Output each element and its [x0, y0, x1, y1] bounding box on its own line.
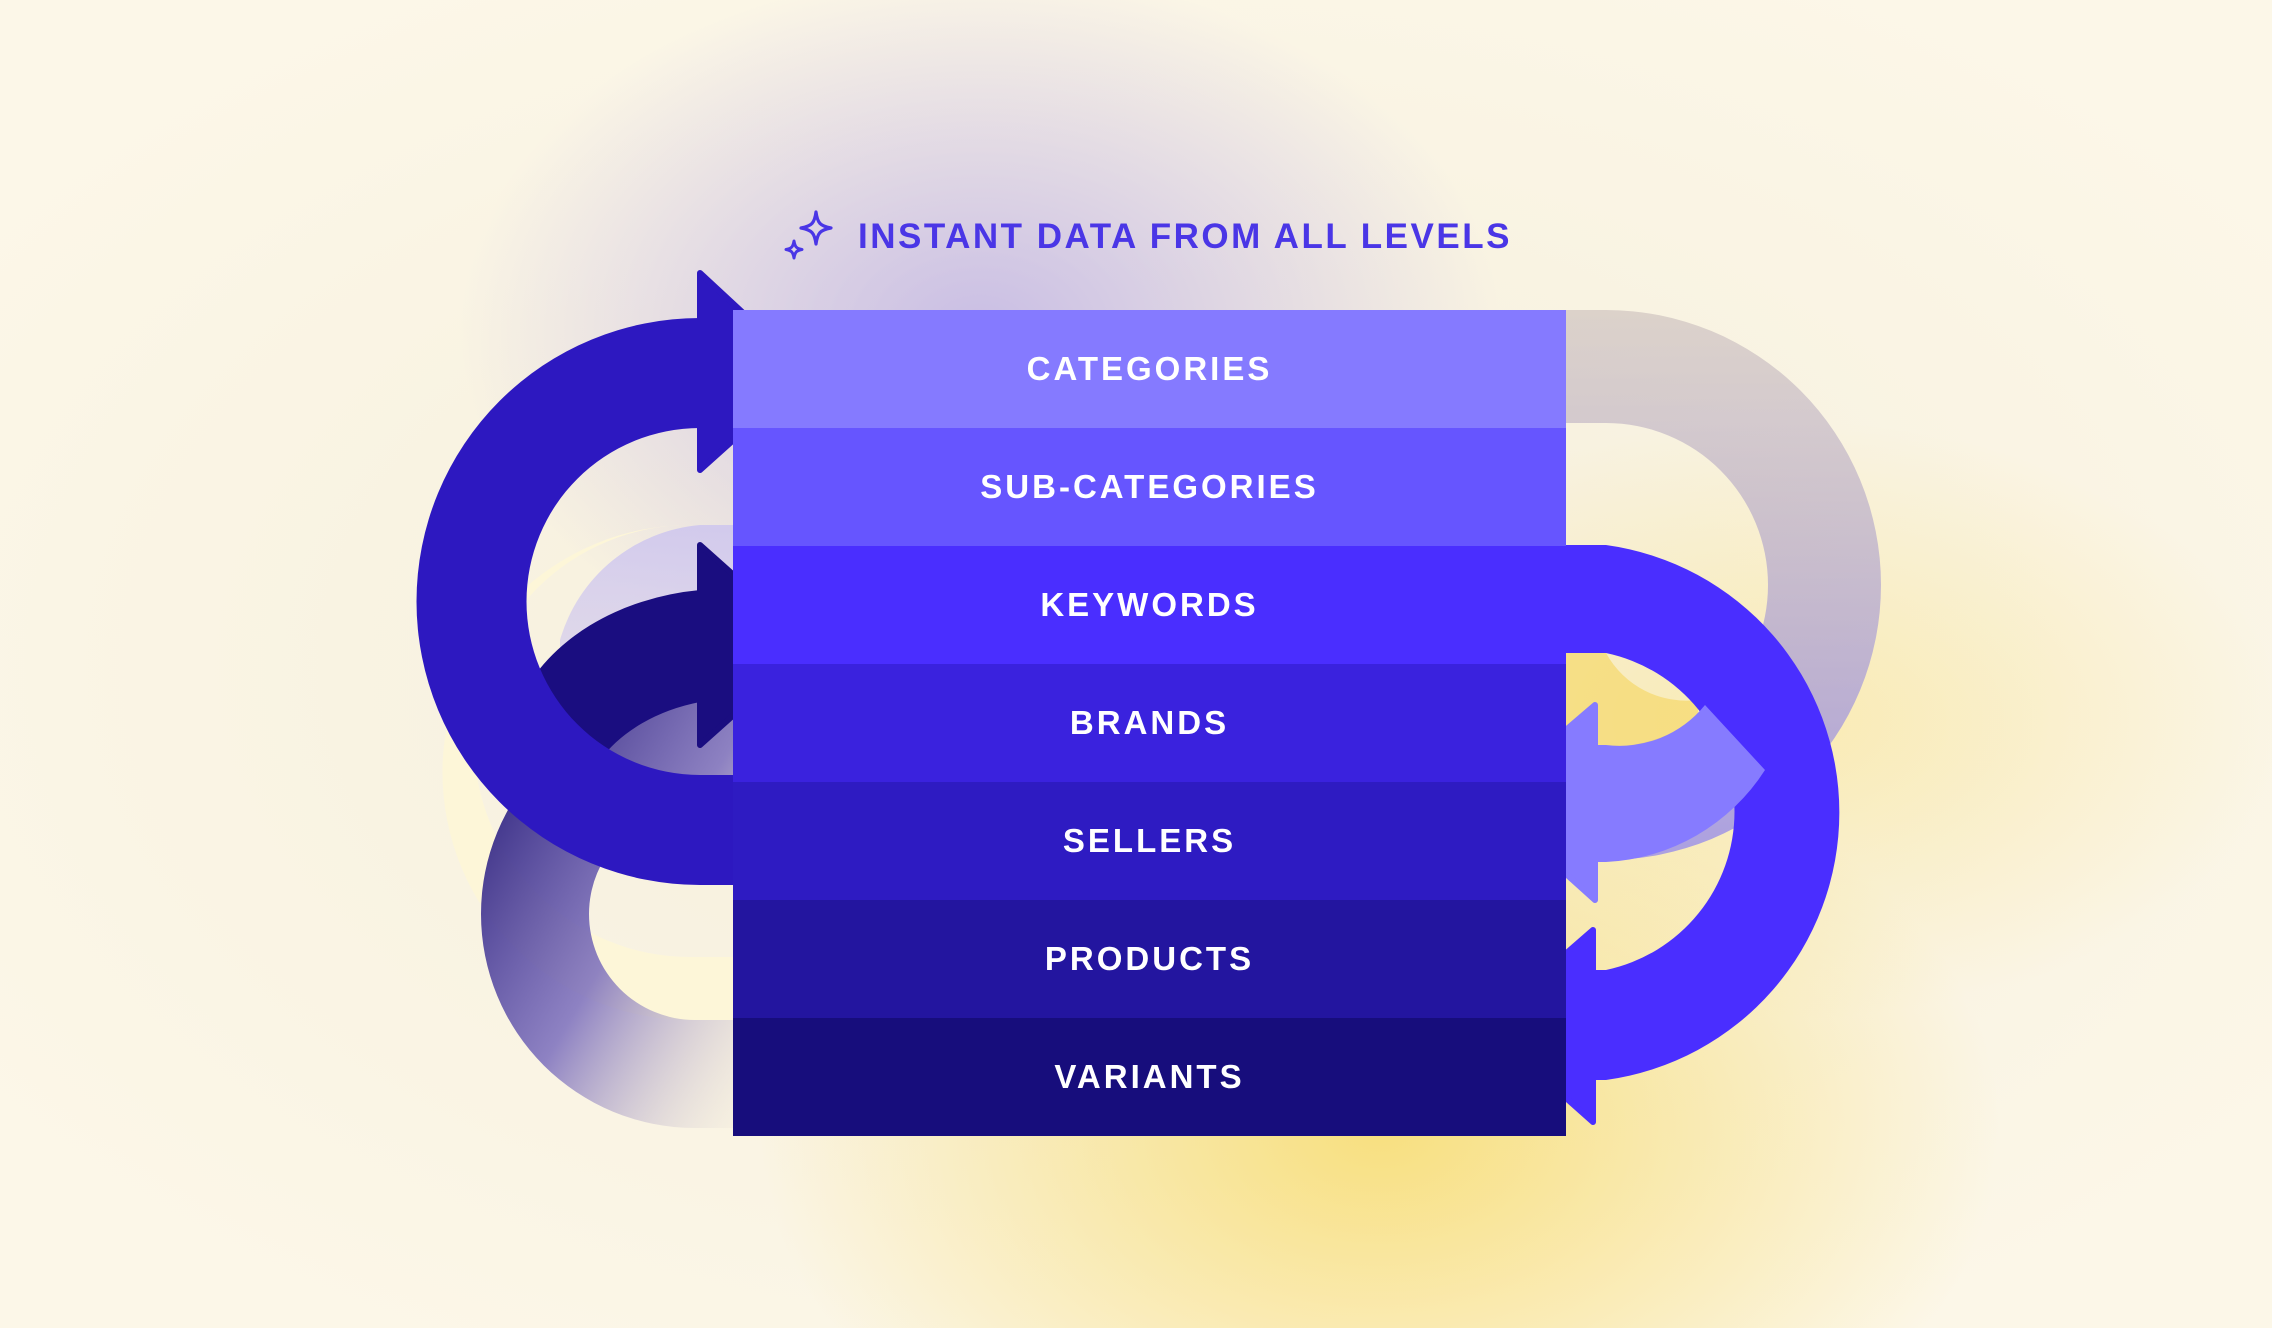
level-categories: CATEGORIES — [733, 310, 1566, 428]
left-loop-arrow — [416, 318, 733, 885]
level-sellers: SELLERS — [733, 782, 1566, 900]
level-brands: BRANDS — [733, 664, 1566, 782]
right-gap-highlight — [1566, 653, 1698, 753]
level-variants: VARIANTS — [733, 1018, 1566, 1136]
level-products: PRODUCTS — [733, 900, 1566, 1018]
level-keywords: KEYWORDS — [733, 546, 1566, 664]
right-loop-arrow — [1566, 545, 1840, 1080]
levels-stack: CATEGORIES SUB-CATEGORIES KEYWORDS BRAND… — [733, 310, 1566, 1136]
diagram-header: INSTANT DATA FROM ALL LEVELS — [780, 207, 1512, 267]
sparkle-icon — [784, 210, 833, 260]
diagram-title: INSTANT DATA FROM ALL LEVELS — [858, 217, 1512, 256]
sellers-arrow — [1596, 705, 1765, 862]
level-sub-categories: SUB-CATEGORIES — [733, 428, 1566, 546]
